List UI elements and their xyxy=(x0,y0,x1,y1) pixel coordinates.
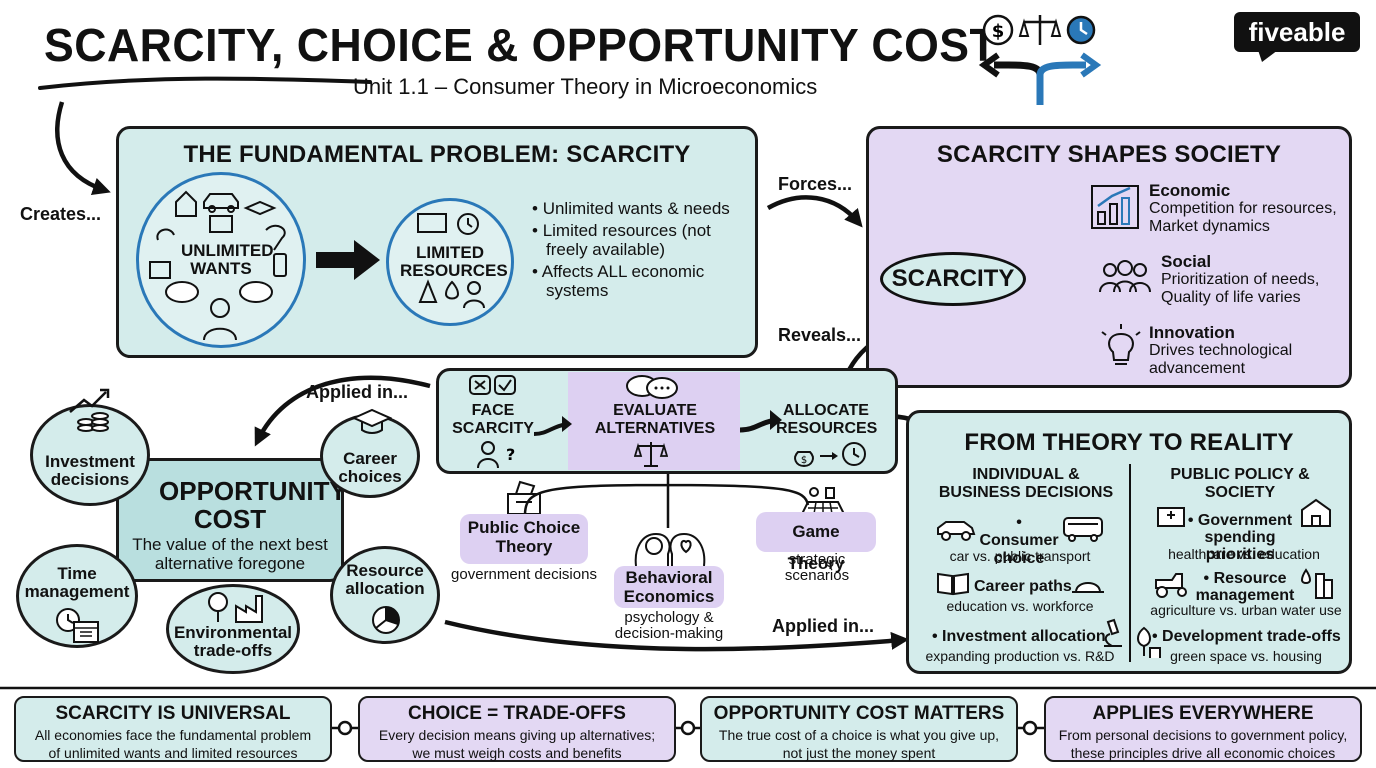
limited-resources-circle: LIMITED RESOURCES xyxy=(386,198,514,326)
step-face-scarcity: FACE SCARCITY xyxy=(452,402,534,437)
pie-chart-icon xyxy=(372,606,400,634)
thinking-person-icon: ? xyxy=(477,441,515,469)
arrow-right-icon xyxy=(316,240,380,280)
development-desc: green space vs. housing xyxy=(1170,648,1322,664)
book-icon xyxy=(937,572,969,596)
footer-card-applies-everywhere: APPLIES EVERYWHERE From personal decisio… xyxy=(1044,696,1362,762)
investment-allocation-desc: expanding production vs. R&D xyxy=(925,648,1115,664)
career-paths-head: Career paths xyxy=(974,578,1072,595)
water-city-icon xyxy=(1300,568,1333,599)
brand-logo: fiveable xyxy=(1234,12,1360,52)
bullet-item: • Affects ALL economic systems xyxy=(532,262,705,300)
consumer-choice-head: • Consumer choice xyxy=(979,514,1059,567)
page-title: SCARCITY, CHOICE & OPPORTUNITY COST xyxy=(44,19,998,71)
step-evaluate-alternatives: EVALUATE ALTERNATIVES xyxy=(594,402,716,437)
label-creates: Creates... xyxy=(20,204,102,224)
svg-text:$: $ xyxy=(801,455,807,466)
ballot-box-icon xyxy=(507,480,541,515)
svg-text:$: $ xyxy=(992,21,1005,42)
environmental-tradeoffs-circle: Environmental trade-offs xyxy=(166,584,300,674)
fundamental-title: THE FUNDAMENTAL PROBLEM: SCARCITY xyxy=(183,141,691,168)
tractor-icon xyxy=(1155,573,1187,598)
bar-chart-icon xyxy=(1091,185,1139,229)
public-choice-desc: government decisions xyxy=(451,566,597,583)
microscope-icon xyxy=(1104,618,1122,647)
coins-growth-icon xyxy=(69,388,110,432)
lightbulb-icon xyxy=(1101,324,1141,365)
consumer-choice-desc: car vs. public transport xyxy=(949,548,1091,564)
scarcity-ellipse: SCARCITY xyxy=(880,252,1026,306)
gov-spending-head: • Government spending priorities xyxy=(1187,512,1293,563)
wants-icons-cluster xyxy=(149,190,287,341)
behavioral-economics-pill: Behavioral Economics xyxy=(614,566,724,608)
label-applied-in-top: Applied in... xyxy=(306,382,408,402)
game-theory-desc: strategic scenarios xyxy=(784,551,850,584)
step-allocate-resources: ALLOCATE RESOURCES xyxy=(776,402,878,437)
speech-bubbles-icon xyxy=(626,375,678,399)
money-to-time-icon: $ xyxy=(794,442,866,468)
society-item-economic: Economic Competition for resources, Mark… xyxy=(1149,181,1337,236)
hospital-icon xyxy=(1157,507,1185,527)
footer-card-choice-tradeoffs: CHOICE = TRADE-OFFS Every decision means… xyxy=(358,696,676,762)
brain-heart-icon xyxy=(634,532,706,567)
hard-hat-icon xyxy=(1072,582,1104,593)
game-theory-pill: Game Theory xyxy=(756,512,876,573)
tree-factory-icon xyxy=(208,592,263,623)
resource-mgmt-desc: agriculture vs. urban water use xyxy=(1150,602,1342,618)
clock-calendar-icon xyxy=(56,608,99,643)
bus-icon xyxy=(1063,517,1103,542)
investment-allocation-head: • Investment allocation xyxy=(932,628,1106,645)
bullet-item: • Limited resources (not freely availabl… xyxy=(532,221,711,259)
resource-mgmt-head: • Resource management xyxy=(1195,570,1295,604)
car-icon xyxy=(937,521,976,541)
gov-spending-desc: healthcare vs. education xyxy=(1168,546,1320,562)
reality-divider xyxy=(1129,464,1131,662)
public-choice-theory-pill: Public Choice Theory xyxy=(460,514,588,564)
development-head: • Development trade-offs xyxy=(1152,628,1341,645)
fundamental-bullets: • Unlimited wants & needs • Limited reso… xyxy=(532,199,742,303)
bullet-item: • Unlimited wants & needs xyxy=(532,199,730,218)
logo-tail-icon xyxy=(1258,50,1278,62)
graduation-cap-icon xyxy=(352,408,392,434)
school-icon xyxy=(1301,498,1331,527)
balance-scale-icon xyxy=(634,442,668,467)
opportunity-title: OPPORTUNITY COST xyxy=(159,476,347,534)
opportunity-desc: The value of the next best alternative f… xyxy=(132,535,328,573)
behavioral-desc: psychology & decision-making xyxy=(614,609,724,642)
tree-house-icon xyxy=(1137,626,1161,658)
choice-check-icon xyxy=(469,375,516,395)
society-item-social: Social Prioritization of needs, Quality … xyxy=(1161,252,1320,307)
people-group-icon xyxy=(1099,260,1151,293)
label-applied-in-bottom: Applied in... xyxy=(772,616,874,636)
label-reveals: Reveals... xyxy=(778,325,862,345)
footer-card-scarcity-universal: SCARCITY IS UNIVERSAL All economies face… xyxy=(14,696,332,762)
unlimited-wants-circle: UNLIMITED WANTS xyxy=(136,172,306,348)
footer-card-opportunity-cost: OPPORTUNITY COST MATTERS The true cost o… xyxy=(700,696,1018,762)
arrow-right-icon xyxy=(740,410,782,433)
resources-icons xyxy=(417,213,485,309)
label-forces: Forces... xyxy=(778,174,853,194)
opportunity-cost-panel: OPPORTUNITY COST The value of the next b… xyxy=(116,458,347,582)
reality-left-head: INDIVIDUAL & BUSINESS DECISIONS xyxy=(938,466,1114,501)
page-subtitle: Unit 1.1 – Consumer Theory in Microecono… xyxy=(353,74,818,99)
society-title: SCARCITY SHAPES SOCIETY xyxy=(936,141,1282,168)
reality-title: FROM THEORY TO REALITY xyxy=(964,429,1294,456)
career-paths-desc: education vs. workforce xyxy=(946,598,1094,614)
society-item-innovation: Innovation Drives technological advancem… xyxy=(1149,323,1293,378)
reality-right-head: PUBLIC POLICY & SOCIETY xyxy=(1170,466,1310,501)
decision-arrows-icon: $ xyxy=(978,14,1102,105)
arrow-right-icon xyxy=(534,416,572,436)
svg-text:?: ? xyxy=(506,445,515,464)
